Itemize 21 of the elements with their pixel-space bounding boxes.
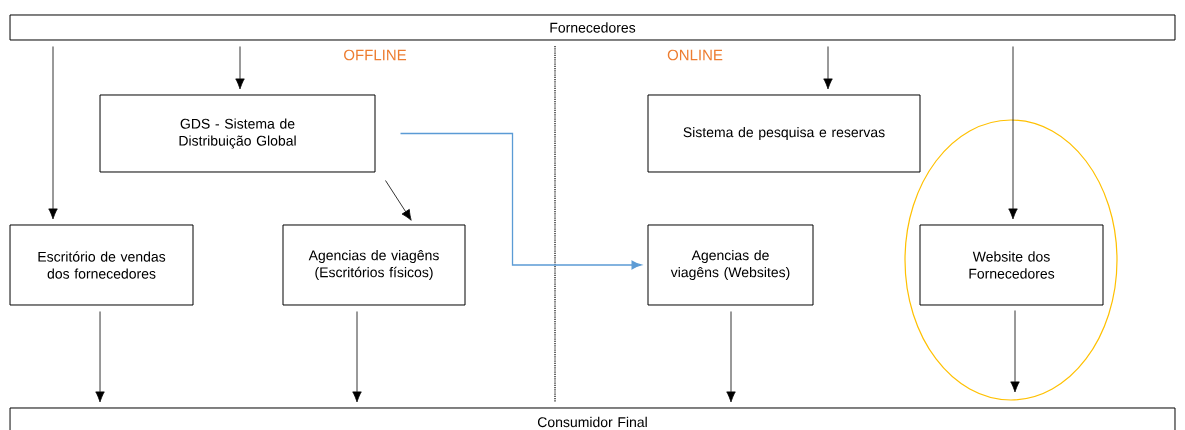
section-label: ONLINE — [667, 49, 723, 61]
highlight-ellipse — [904, 119, 1118, 401]
arrow — [823, 46, 833, 90]
arrow — [1010, 310, 1020, 393]
arrow — [1008, 46, 1018, 220]
process-box: Agencias de viagêns (Websites) — [647, 224, 814, 306]
section-label: OFFLINE — [344, 49, 407, 61]
arrow — [726, 311, 736, 403]
process-box: Sistema de pesquisa e reservas — [647, 94, 921, 173]
arrow — [352, 311, 362, 403]
process-box: Agencias de viagêns (Escritórios físicos) — [282, 224, 466, 306]
top-bar: Fornecedores — [9, 14, 1176, 41]
process-box: Website dos Fornecedores — [919, 224, 1104, 306]
bottom-bar: Consumidor Final — [9, 407, 1176, 430]
arrow — [235, 46, 245, 90]
arrow — [399, 132, 642, 270]
arrow — [95, 311, 105, 403]
arrow — [48, 46, 58, 220]
process-box: Escritório de vendas dos fornecedores — [9, 224, 194, 306]
arrow — [385, 180, 412, 221]
process-box: GDS - Sistema de Distribuição Global — [99, 94, 376, 173]
